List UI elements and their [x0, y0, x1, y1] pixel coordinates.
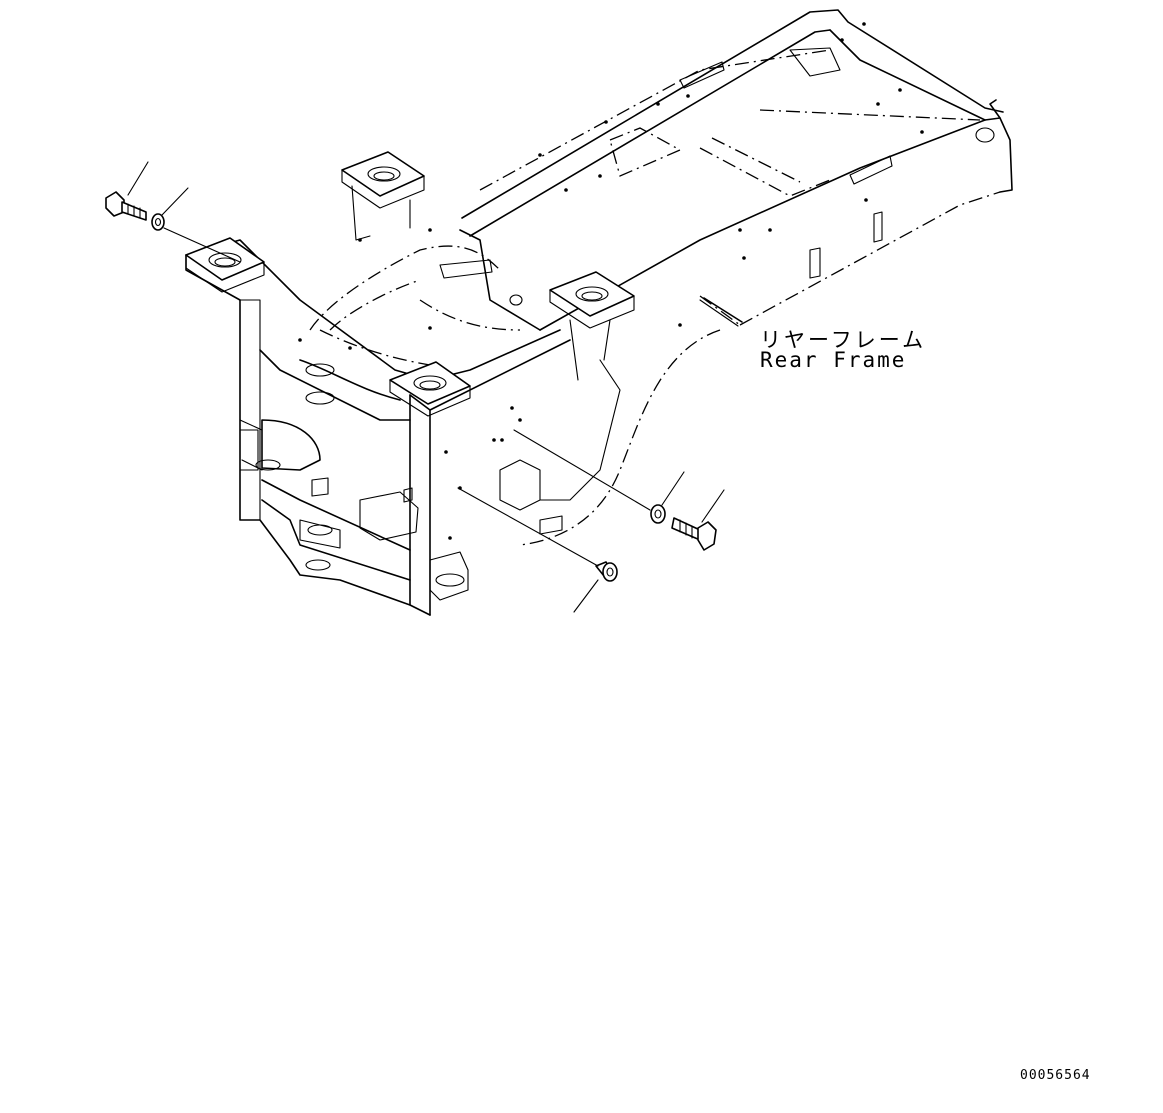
- part-name-japanese: リヤーフレーム: [760, 328, 927, 352]
- washer-left: [151, 213, 165, 231]
- label-pointer: [703, 297, 743, 323]
- mount-pad-front-left: [185, 237, 265, 293]
- part-name-english: Rear Frame: [760, 348, 907, 372]
- leader-line-bolt-left: [127, 161, 149, 196]
- leader-line-washer-right: [661, 471, 685, 506]
- leader-line-plug: [573, 579, 599, 613]
- bolt-left: [105, 191, 147, 221]
- mount-pad-front-right: [389, 361, 471, 417]
- assembly-line-right: [513, 429, 651, 511]
- washer-right: [650, 504, 666, 524]
- assembly-line-plug: [457, 487, 599, 567]
- assembly-line-left: [163, 227, 241, 263]
- rear-frame-drawing: [185, 9, 1013, 616]
- mount-pad-rear-left: [341, 151, 425, 241]
- leader-line-bolt-right: [701, 489, 725, 523]
- bolt-right: [671, 517, 717, 551]
- drawing-number: 00056564: [1020, 1068, 1091, 1083]
- plug: [595, 561, 618, 582]
- mount-pad-rear-right: [549, 271, 635, 381]
- leader-line-washer-left: [161, 187, 189, 216]
